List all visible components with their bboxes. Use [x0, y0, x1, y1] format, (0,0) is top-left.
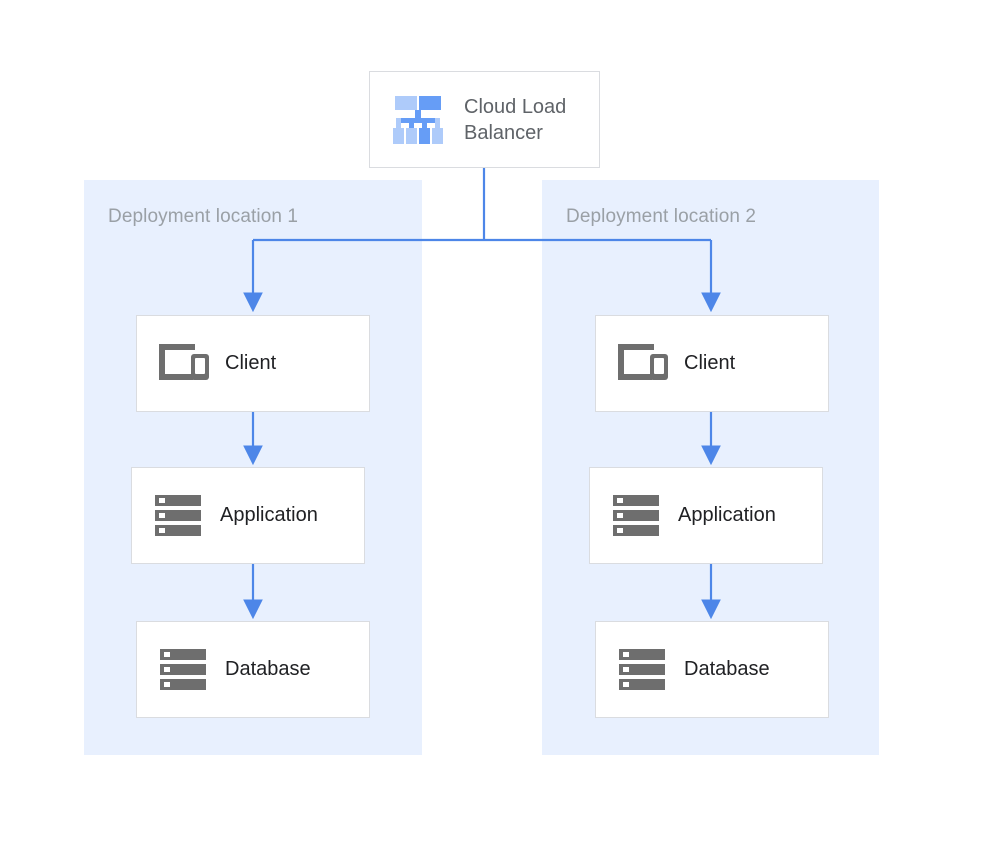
- node-database-zone-1[interactable]: Database: [136, 621, 370, 718]
- server-stack-icon: [152, 493, 206, 539]
- server-stack-icon: [610, 493, 664, 539]
- node-label: Client: [684, 352, 736, 374]
- node-client-zone-2[interactable]: Client: [595, 315, 829, 412]
- zone-2-label: Deployment location 2: [566, 206, 757, 227]
- node-label: Client: [225, 352, 277, 374]
- node-cloud-load-balancer[interactable]: Cloud Load Balancer: [369, 71, 600, 168]
- node-application-zone-2[interactable]: Application: [589, 467, 823, 564]
- node-application-zone-1[interactable]: Application: [131, 467, 365, 564]
- node-label: Database: [225, 658, 311, 680]
- hierarchy-tree-icon: [388, 91, 450, 149]
- node-label: Application: [220, 504, 318, 526]
- server-stack-icon: [157, 647, 211, 693]
- devices-icon: [616, 341, 670, 387]
- node-label: Database: [684, 658, 770, 680]
- zone-1-label: Deployment location 1: [108, 206, 299, 227]
- devices-icon: [157, 341, 211, 387]
- node-client-zone-1[interactable]: Client: [136, 315, 370, 412]
- node-label: Application: [678, 504, 776, 526]
- node-label: Cloud Load Balancer: [464, 95, 567, 144]
- server-stack-icon: [616, 647, 670, 693]
- node-database-zone-2[interactable]: Database: [595, 621, 829, 718]
